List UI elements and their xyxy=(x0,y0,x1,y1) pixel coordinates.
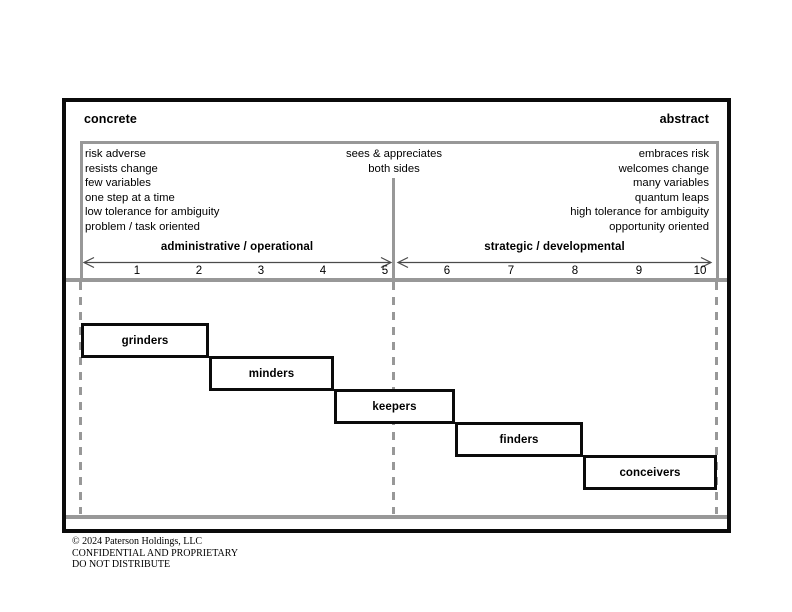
bottom-gray-rule xyxy=(66,515,727,519)
trait-line: many variables xyxy=(633,177,709,190)
pole-label-abstract: abstract xyxy=(659,112,709,126)
trait-line: sees & appreciates xyxy=(345,148,443,160)
scale-tick-6: 6 xyxy=(443,265,451,277)
footer-copyright: © 2024 Paterson Holdings, LLC xyxy=(72,536,203,547)
segment-label-administrative-operational: administrative / operational xyxy=(160,241,314,253)
role-box-minders: minders xyxy=(209,356,334,391)
role-box-keepers: keepers xyxy=(334,389,455,424)
trait-line: both sides xyxy=(368,162,420,175)
trait-line: one step at a time xyxy=(85,191,175,204)
right-traits-list: embraces risk welcomes change many varia… xyxy=(570,147,709,235)
scale-tick-8: 8 xyxy=(571,265,579,277)
scale-tick-7: 7 xyxy=(507,265,515,277)
footer-confidential: CONFIDENTIAL AND PROPRIETARY xyxy=(72,547,239,559)
scale-tick-5: 5 xyxy=(381,265,389,277)
footer-legal: © 2024 Paterson Holdings, LLC CONFIDENTI… xyxy=(72,536,238,571)
left-gray-leg xyxy=(80,141,83,282)
left-traits-list: risk adverse resists change few variable… xyxy=(85,147,219,235)
trait-line: risk adverse xyxy=(85,148,146,160)
diagram-frame xyxy=(62,98,731,533)
role-box-conceivers: conceivers xyxy=(583,455,717,490)
scale-tick-2: 2 xyxy=(195,265,203,277)
scale-baseline-rule xyxy=(66,278,727,282)
scale-tick-3: 3 xyxy=(257,265,265,277)
dashed-guide-left xyxy=(79,282,82,514)
trait-line: quantum leaps xyxy=(634,191,709,204)
double-arrow-left-segment xyxy=(82,256,393,269)
top-gray-rule xyxy=(80,141,719,144)
scale-tick-10: 10 xyxy=(693,265,707,277)
trait-line: welcomes change xyxy=(618,162,709,175)
double-arrow-right-segment xyxy=(396,256,713,269)
trait-line: resists change xyxy=(85,162,158,175)
scale-tick-1: 1 xyxy=(133,265,141,277)
trait-line: embraces risk xyxy=(638,148,709,160)
trait-line: problem / task oriented xyxy=(85,220,200,233)
scale-tick-9: 9 xyxy=(635,265,643,277)
footer-distribute: DO NOT DISTRIBUTE xyxy=(72,559,171,571)
trait-line: opportunity oriented xyxy=(609,220,709,233)
segment-label-strategic-developmental: strategic / developmental xyxy=(484,241,625,253)
trait-line: low tolerance for ambiguity xyxy=(85,206,220,219)
trait-line: few variables xyxy=(85,177,151,190)
trait-line: high tolerance for ambiguity xyxy=(570,206,709,219)
right-gray-leg xyxy=(716,141,719,282)
middle-divider-solid xyxy=(392,178,395,282)
role-box-grinders: grinders xyxy=(81,323,209,358)
pole-label-concrete: concrete xyxy=(84,112,137,126)
center-traits-list: sees & appreciates both sides xyxy=(294,147,494,176)
role-box-finders: finders xyxy=(455,422,583,457)
dashed-guide-right xyxy=(715,282,718,514)
scale-tick-4: 4 xyxy=(319,265,327,277)
